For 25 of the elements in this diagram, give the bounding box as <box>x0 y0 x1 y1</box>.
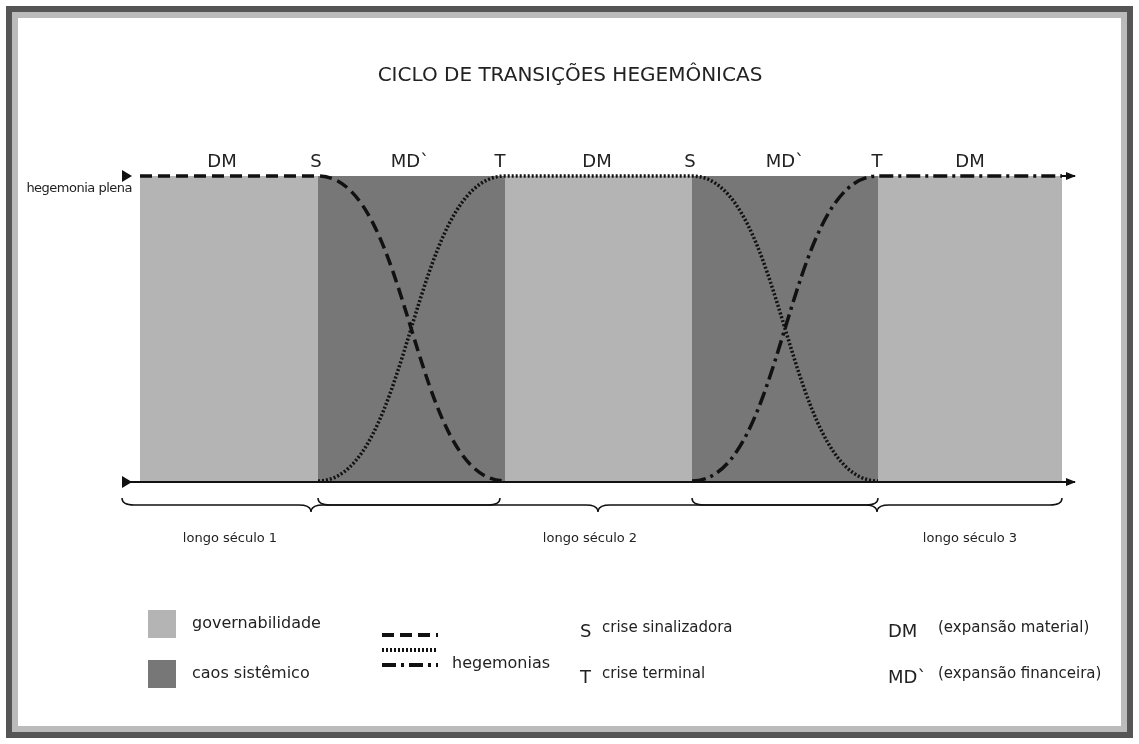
legend-symbol: T <box>580 666 591 687</box>
legend-text: governabilidade <box>192 613 321 632</box>
phase-label: MD` <box>765 150 805 171</box>
legend-symbol: DM <box>888 620 918 641</box>
legend-text: crise terminal <box>602 664 706 682</box>
period-label: longo século 3 <box>922 530 1018 545</box>
legend-text: (expansão financeira) <box>938 664 1102 682</box>
period-label: longo século 2 <box>542 530 638 545</box>
legend-text: hegemonias <box>452 653 551 672</box>
period-label: longo século 1 <box>182 530 278 545</box>
legend-symbol: MD` <box>888 666 927 687</box>
phase-label: T <box>494 150 506 171</box>
phase-label: T <box>871 150 883 171</box>
legend-text: (expansão material) <box>938 618 1090 636</box>
phase-label: DM <box>582 150 612 171</box>
diagram-title: CICLO DE TRANSIÇÕES HEGEMÔNICAS <box>377 62 763 86</box>
phase-label: S <box>310 150 322 171</box>
phase-label: DM <box>955 150 985 171</box>
phase-label: S <box>684 150 696 171</box>
phase-label: MD` <box>390 150 430 171</box>
legend-text: crise sinalizadora <box>602 618 733 636</box>
phase-label: DM <box>207 150 237 171</box>
axis-label: hegemonia plena <box>25 180 132 196</box>
legend-text: caos sistêmico <box>192 663 310 682</box>
legend-symbol: S <box>580 620 592 641</box>
